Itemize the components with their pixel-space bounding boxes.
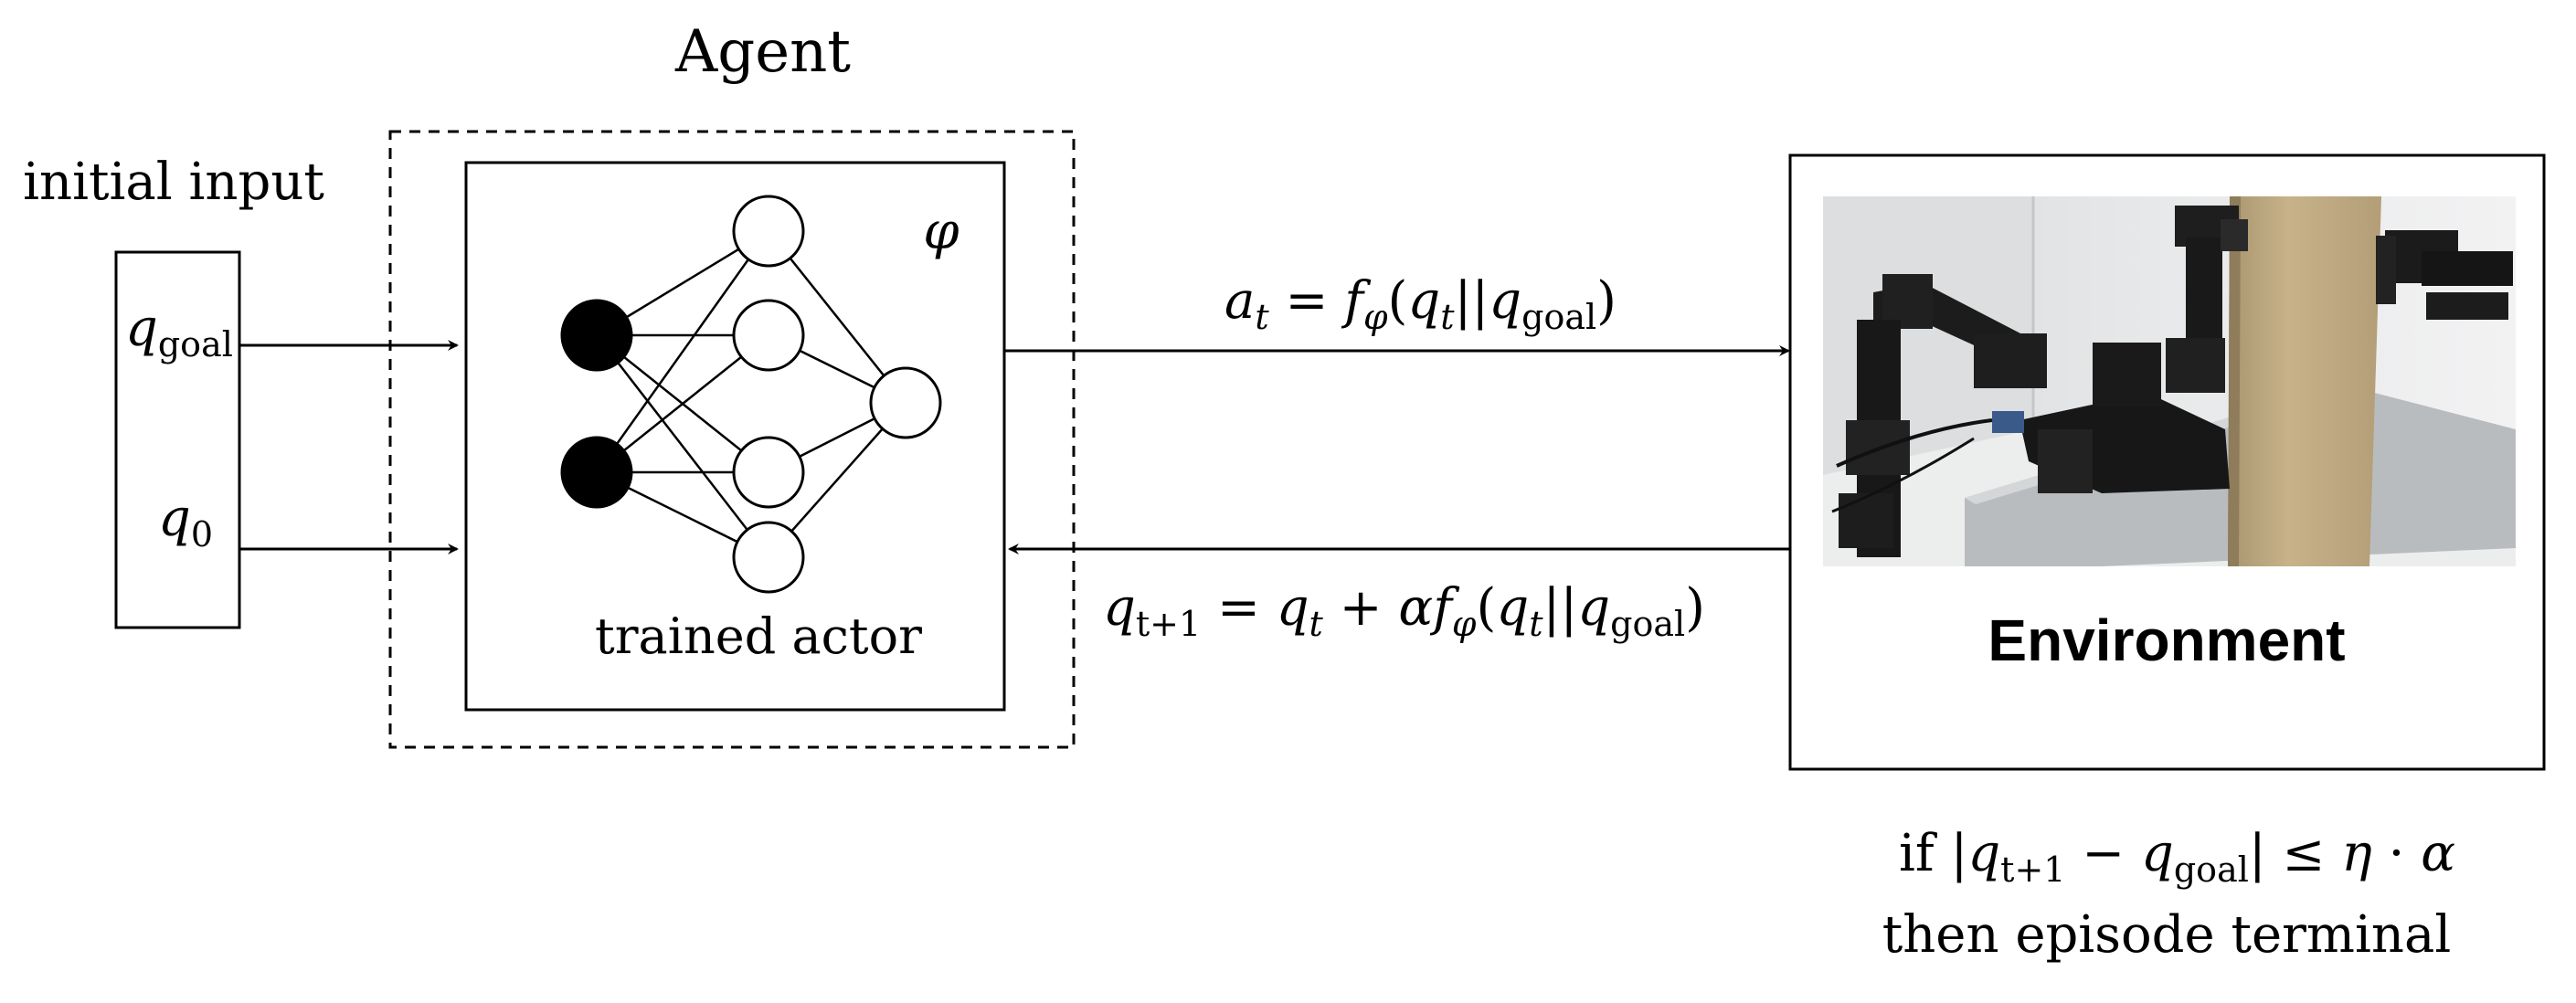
terminal-condition-line1: if |qt+1 − qgoal| ≤ η · α xyxy=(1899,824,2455,890)
environment-box xyxy=(1788,153,2546,771)
robot-environment-photo xyxy=(1823,196,2516,566)
nn-hidden-node xyxy=(732,299,805,372)
nn-input-node xyxy=(560,299,633,372)
nn-hidden-node xyxy=(732,436,805,509)
nn-connection xyxy=(596,334,769,558)
terminal-condition-line2: then episode terminal xyxy=(1882,905,2452,965)
action-equation: at = fφ(qt||qgoal) xyxy=(1224,271,1617,337)
nn-hidden-node xyxy=(732,521,805,594)
trained-actor-label: trained actor xyxy=(595,607,922,665)
q-goal-symbol: qgoal xyxy=(125,299,233,364)
nn-hidden-node xyxy=(732,195,805,268)
nn-connection xyxy=(768,230,906,404)
initial-input-label: initial input xyxy=(23,153,324,212)
state-update-equation: qt+1 = qt + αfφ(qt||qgoal) xyxy=(1103,578,1705,644)
initial-input-box xyxy=(114,250,241,629)
nn-connection xyxy=(595,230,770,473)
environment-label: Environment xyxy=(1988,607,2345,673)
nn-connection xyxy=(596,334,769,473)
nn-input-node xyxy=(560,436,633,509)
q-zero-symbol: q0 xyxy=(158,489,213,554)
nn-output-node xyxy=(869,366,942,439)
agent-container xyxy=(388,130,1076,749)
neural-network xyxy=(560,195,942,594)
phi-parameter-symbol: φ xyxy=(923,202,959,261)
agent-title: Agent xyxy=(674,18,851,86)
trained-actor-box xyxy=(464,161,1006,712)
